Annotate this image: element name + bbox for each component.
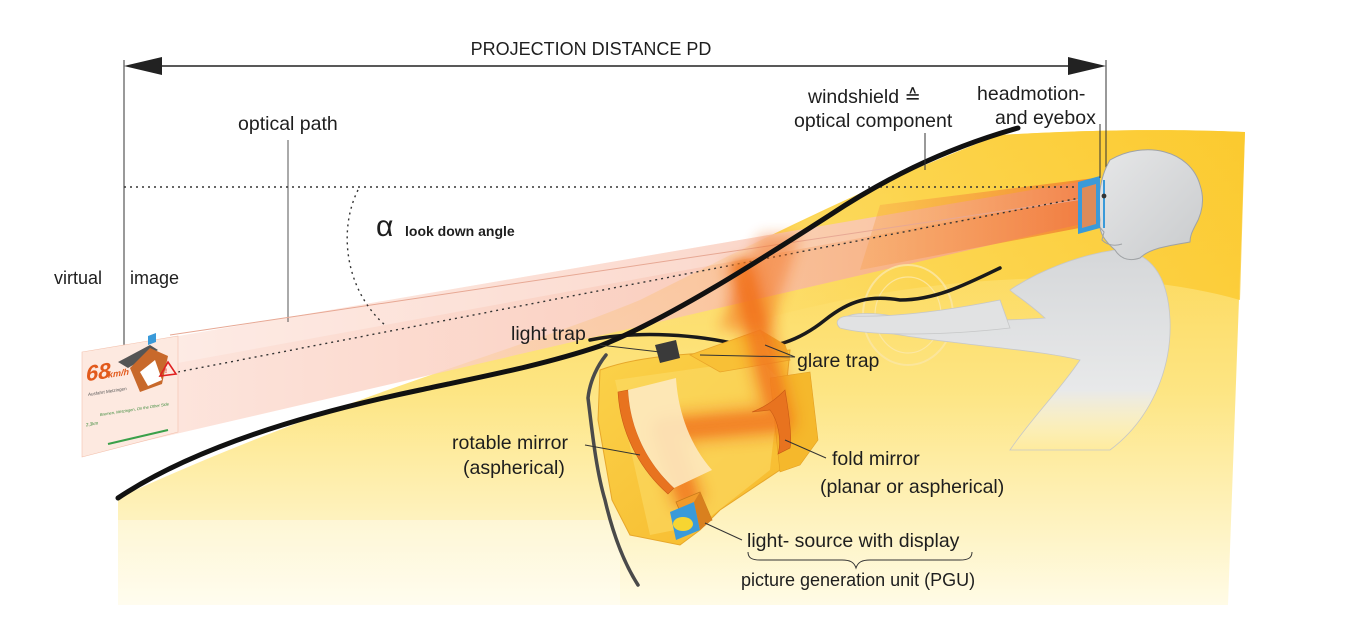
eyebox-icon — [1078, 176, 1107, 234]
fold-mirror — [751, 389, 792, 455]
fold-mirror-leader — [784, 439, 827, 459]
light-trap — [655, 340, 680, 363]
optical-path-beam-highlight — [85, 180, 1090, 380]
hud-speed: 68 — [86, 358, 111, 387]
hud-speed-group: 68 km/h — [86, 358, 129, 387]
optical-component-label: optical component — [794, 110, 953, 132]
alpha-symbol: α — [376, 210, 393, 243]
light-source-display — [670, 491, 713, 540]
fold-mirror-label: fold mirror — [832, 448, 920, 470]
look-down-angle-label: look down angle — [405, 223, 515, 239]
hud-distance: 2,3km — [86, 420, 98, 427]
virtual-image-panel: 68 km/h Ausfahrt Metzingen Bremen, Metzi… — [81, 333, 179, 458]
light-source-leader — [704, 522, 743, 541]
pd-arrow-right — [1068, 57, 1106, 75]
eyebox-label: and eyebox — [995, 107, 1096, 129]
fold-mirror-type-label: (planar or aspherical) — [820, 476, 1004, 498]
dashboard-line — [588, 266, 1002, 349]
hud-info-line-1: Ausfahrt Metzingen — [88, 386, 127, 397]
windshield-label: windshield ≙ — [807, 86, 921, 108]
near-beam — [860, 178, 1095, 270]
optical-path-label: optical path — [238, 113, 338, 135]
glare-trap-leader-1 — [699, 354, 796, 358]
headmotion-label: headmotion- — [977, 83, 1085, 105]
optical-path-beam — [85, 180, 1090, 455]
hud-warning-icon: ! — [158, 360, 178, 377]
windshield-line — [115, 125, 1021, 501]
driver-figure — [836, 149, 1203, 451]
optical-path-line — [169, 197, 1091, 336]
rotable-mirror — [617, 378, 712, 495]
interior-fade — [100, 520, 620, 610]
rotable-mirror-label: rotable mirror — [452, 432, 568, 454]
light-source-label: light- source with display — [747, 530, 960, 552]
glare-trap-label: glare trap — [797, 350, 880, 372]
light-trap-leader — [599, 344, 661, 353]
pgu-label: picture generation unit (PGU) — [741, 570, 975, 590]
aspherical-label: (aspherical) — [463, 457, 565, 479]
image-label: image — [130, 268, 179, 288]
light-trap-label: light trap — [511, 323, 586, 345]
virtual-label: virtual — [54, 268, 102, 288]
pd-arrow-left — [124, 57, 162, 75]
glare-trap-leader-2 — [764, 344, 796, 358]
pgu-brace — [747, 551, 973, 570]
rotable-mirror-leader — [584, 444, 641, 456]
hud-navigation-arrow-icon — [118, 333, 168, 392]
hud-speed-unit: km/h — [108, 367, 129, 380]
driver-arm — [836, 299, 1011, 335]
instrument-panel-edge — [586, 353, 640, 587]
look-down-line — [177, 195, 1091, 373]
svg-text:!: ! — [165, 369, 167, 375]
projection-distance-label: PROJECTION DISTANCE PD — [471, 39, 712, 59]
